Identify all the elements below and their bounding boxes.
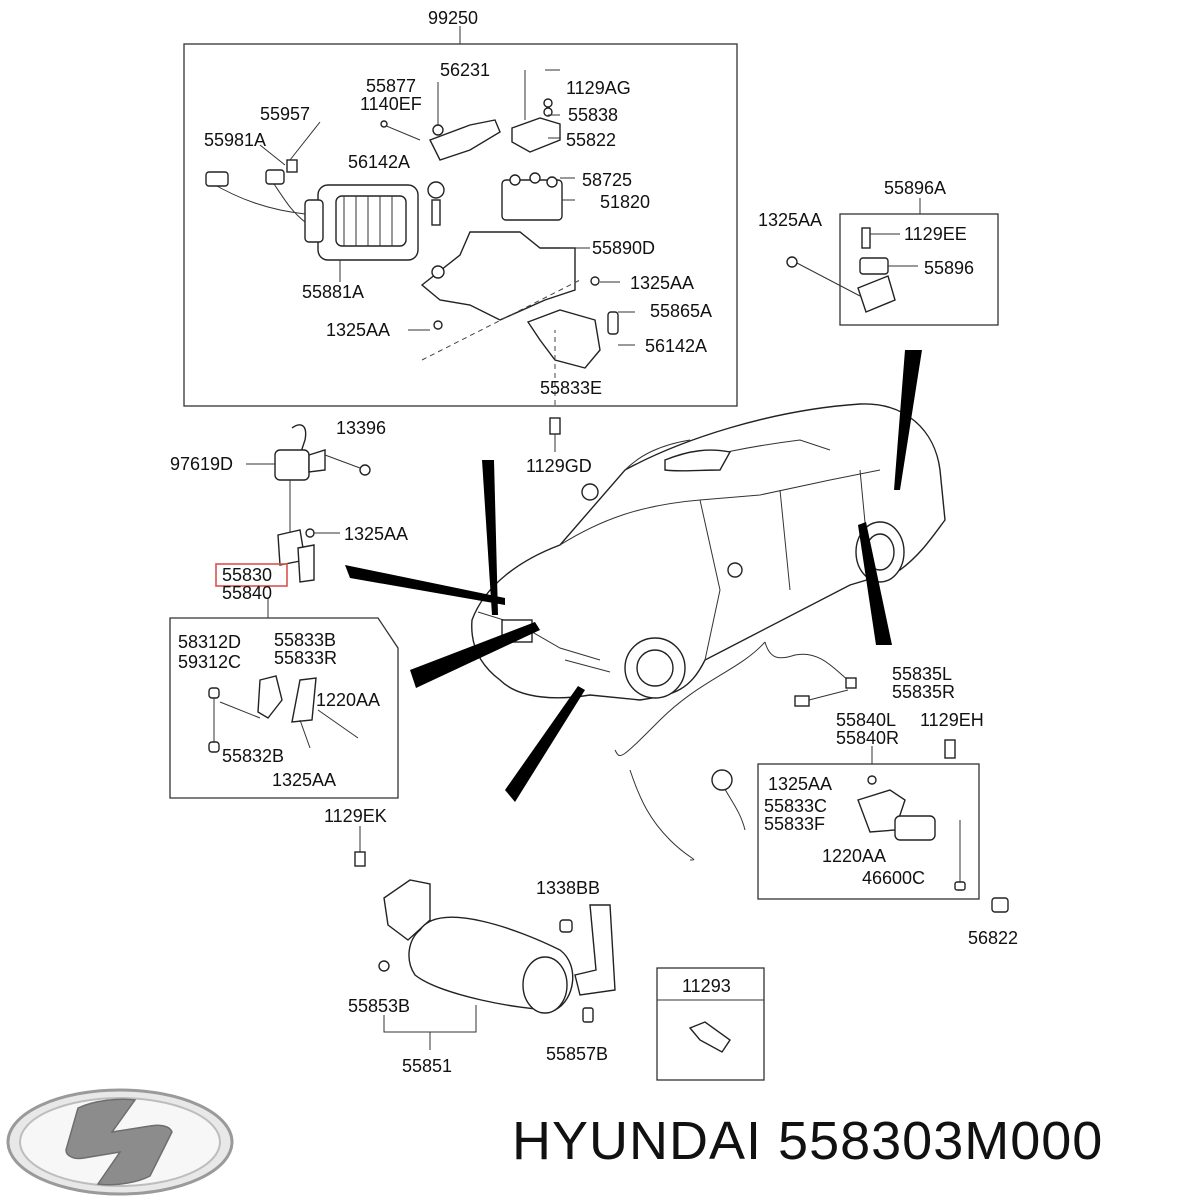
bolt-1129GD: 1129GD	[526, 417, 592, 476]
part-label: 55822	[566, 130, 616, 150]
part-label: 56822	[968, 928, 1018, 948]
part-label: 55896A	[884, 178, 946, 198]
part-label: 55981A	[204, 130, 266, 150]
assembly-55896A: 55896A 1325AA 1129EE 55896	[758, 178, 999, 326]
part-label: 55833E	[540, 378, 602, 398]
part-label: 1129EH	[920, 710, 984, 730]
part-label: 1129EE	[904, 224, 967, 244]
bracket-drawing	[286, 70, 619, 369]
assembly-linkage-right: 55840L 55840R 1129EH 1325AA 55833C 55833…	[757, 710, 1018, 948]
part-label: 55865A	[650, 301, 712, 321]
part-label: 55881A	[302, 282, 364, 302]
part-label: 99250	[428, 8, 478, 28]
part-label: 55833C	[764, 796, 827, 816]
part-label: 1325AA	[758, 210, 822, 230]
assembly-99250: 99250 56231 1129AG 55877 1140EF 55957 55…	[183, 8, 738, 407]
part-label: 1140EF	[360, 94, 422, 114]
part-label: 56142A	[348, 152, 410, 172]
part-label: 55840L	[836, 710, 896, 730]
part-label: 55857B	[546, 1044, 608, 1064]
part-label: 55833R	[274, 648, 337, 668]
part-label: 1129AG	[566, 78, 631, 98]
part-label: 1220AA	[316, 690, 380, 710]
part-label: 1338BB	[536, 878, 600, 898]
part-label: 56231	[440, 60, 490, 80]
part-label: 51820	[600, 192, 650, 212]
part-label: 11293	[682, 976, 731, 996]
part-label: 55890D	[592, 238, 655, 258]
part-label: 1325AA	[326, 320, 390, 340]
part-label: 55877	[366, 76, 416, 96]
part-label: 1325AA	[768, 774, 832, 794]
brand-and-part-number: HYUNDAI 558303M000	[512, 1110, 1103, 1172]
part-label: 55896	[924, 258, 974, 278]
leader-lines-top	[259, 69, 635, 405]
part-label: 55833F	[764, 814, 825, 834]
height-sensor-drawing: 13396 97619D 1325AA 55830 55840	[170, 418, 408, 618]
part-label: 1129EK	[324, 806, 387, 826]
part-label: 55840R	[836, 728, 899, 748]
hyundai-logo-icon	[6, 1088, 234, 1196]
part-label: 55840	[222, 583, 272, 603]
part-label: 1325AA	[630, 273, 694, 293]
highlight-box	[215, 563, 288, 587]
car-drawing	[471, 403, 946, 701]
part-label: 97619D	[170, 454, 233, 474]
part-label: 58725	[582, 170, 632, 190]
harness-drawing: 55835L 55835R	[614, 641, 955, 861]
part-label: 55832B	[222, 746, 284, 766]
part-label: 55957	[260, 104, 310, 124]
assembly-linkage-left: 58312D 59312C 55833B 55833R 1220AA 55832…	[169, 617, 399, 799]
part-label: 55838	[568, 105, 618, 125]
compressor-drawing	[205, 169, 419, 282]
pointer-arrows	[345, 350, 922, 802]
part-label: 56142A	[645, 336, 707, 356]
part-label: 1325AA	[272, 770, 336, 790]
part-label: 58312D	[178, 632, 241, 652]
assembly-11293: 11293	[656, 967, 765, 1081]
part-label: 1325AA	[344, 524, 408, 544]
part-label: 13396	[336, 418, 386, 438]
part-number: 558303M000	[778, 1111, 1104, 1171]
part-label-highlighted: 55830	[222, 565, 272, 585]
part-label: 1220AA	[822, 846, 886, 866]
reservoir-drawing: 1129EK 1338BB 55853B 55851 55857B	[324, 806, 616, 1076]
part-label: 1129GD	[526, 456, 592, 476]
brand-name: HYUNDAI	[512, 1111, 763, 1171]
part-label: 55853B	[348, 996, 410, 1016]
part-label: 55835R	[892, 682, 955, 702]
part-label: 59312C	[178, 652, 241, 672]
part-label: 46600C	[862, 868, 925, 888]
part-label: 55851	[402, 1056, 452, 1076]
part-label: 55833B	[274, 630, 336, 650]
part-label: 55835L	[892, 664, 952, 684]
